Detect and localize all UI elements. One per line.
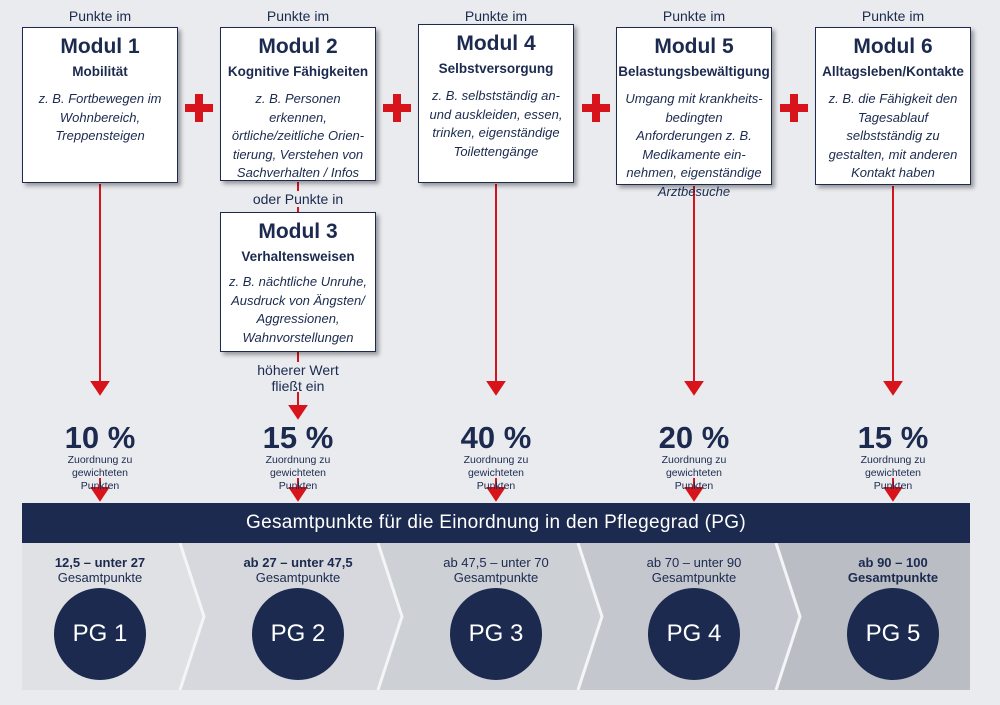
module-4-prefix: Punkte im xyxy=(464,8,528,24)
range-text: ab 47,5 – unter 70 xyxy=(443,555,549,570)
pg-4-range: ab 70 – unter 90 Gesamtpunkte xyxy=(609,555,779,585)
module-5-prefix: Punkte im xyxy=(662,8,726,24)
weight-modul-2-3: 15 % Zuordnung zu gewichteten Punkten xyxy=(220,422,376,493)
module-4-box: Modul 4 Selbstversorgung z. B. selbststä… xyxy=(418,24,574,183)
module-3-box: Modul 3 Verhaltensweisen z. B. nächtlich… xyxy=(220,212,376,352)
pg-1-circle: PG 1 xyxy=(54,588,146,680)
module-2-prefix: Punkte im xyxy=(266,8,330,24)
module-subtitle: Mobilität xyxy=(72,64,128,79)
weight-value: 15 % xyxy=(262,420,334,455)
weight-modul-5: 20 % Zuordnung zu gewichteten Punkten xyxy=(616,422,772,493)
range-unit: Gesamtpunkte xyxy=(453,570,539,585)
range-unit: Gesamtpunkte xyxy=(255,570,341,585)
module-title: Modul 3 xyxy=(258,220,338,243)
range-unit: Gesamtpunkte xyxy=(847,570,939,585)
plus-icon xyxy=(780,94,808,122)
range-text: 12,5 – unter 27 xyxy=(54,555,146,570)
module-subtitle: Belastungsbewältigung xyxy=(618,64,770,79)
module-description: z. B. die Fähigkeit den Tagesablauf selb… xyxy=(828,91,958,180)
module-2-box: Modul 2 Kognitive Fähigkeiten z. B. Pers… xyxy=(220,27,376,181)
pg-2-range: ab 27 – unter 47,5 Gesamtpunkte xyxy=(213,555,383,585)
range-unit: Gesamtpunkte xyxy=(57,570,143,585)
higher-value-note: höherer Wert fließt ein xyxy=(257,362,339,394)
weight-label: Zuordnung zu gewichteten Punkten xyxy=(463,454,529,492)
module-title: Modul 2 xyxy=(258,35,338,58)
weight-value: 40 % xyxy=(460,420,532,455)
weight-label: Zuordnung zu gewichteten Punkten xyxy=(67,454,133,492)
pg-2-circle: PG 2 xyxy=(252,588,344,680)
module-6-box: Modul 6 Alltagsleben/Kontakte z. B. die … xyxy=(815,27,971,185)
total-points-bar: Gesamtpunkte für die Einordnung in den P… xyxy=(22,503,970,543)
module-description: z. B. Fortbewegen im Wohnbereich, Treppe… xyxy=(38,91,162,143)
module-1-prefix: Punkte im xyxy=(68,8,132,24)
weight-label: Zuordnung zu gewichteten Punkten xyxy=(661,454,727,492)
module-title: Modul 1 xyxy=(60,35,140,58)
module-subtitle: Verhaltensweisen xyxy=(241,249,355,264)
range-text: ab 90 – 100 xyxy=(858,555,928,570)
weight-modul-6: 15 % Zuordnung zu gewichteten Punkten xyxy=(815,422,971,493)
pg-3-range: ab 47,5 – unter 70 Gesamtpunkte xyxy=(411,555,581,585)
pg-5-range: ab 90 – 100 Gesamtpunkte xyxy=(808,555,978,585)
pg-3-circle: PG 3 xyxy=(450,588,542,680)
module-5-box: Modul 5 Belastungsbewältigung Umgang mit… xyxy=(616,27,772,199)
module-title: Modul 6 xyxy=(853,35,933,58)
module-description: z. B. selbstständig an- und auskleiden, … xyxy=(429,88,563,159)
weight-value: 20 % xyxy=(658,420,730,455)
module-description: Umgang mit krankheits-bedingten Anforder… xyxy=(625,91,763,199)
range-text: ab 70 – unter 90 xyxy=(646,555,742,570)
module-description: z. B. nächtliche Unruhe, Ausdruck von Än… xyxy=(228,274,368,345)
plus-icon xyxy=(185,94,213,122)
module-subtitle: Selbstversorgung xyxy=(438,61,554,76)
module-description: z. B. Personen erkennen, örtliche/zeitli… xyxy=(231,91,365,180)
plus-icon xyxy=(582,94,610,122)
weight-value: 10 % xyxy=(64,420,136,455)
module-6-prefix: Punkte im xyxy=(861,8,925,24)
weight-label: Zuordnung zu gewichteten Punkten xyxy=(860,454,926,492)
range-unit: Gesamtpunkte xyxy=(651,570,737,585)
weight-modul-1: 10 % Zuordnung zu gewichteten Punkten xyxy=(22,422,178,493)
module-title: Modul 5 xyxy=(654,35,734,58)
weight-value: 15 % xyxy=(857,420,929,455)
module-subtitle: Alltagsleben/Kontakte xyxy=(822,64,964,79)
weight-label: Zuordnung zu gewichteten Punkten xyxy=(265,454,331,492)
module-1-box: Modul 1 Mobilität z. B. Fortbewegen im W… xyxy=(22,27,178,183)
range-text: ab 27 – unter 47,5 xyxy=(243,555,353,570)
pg-1-range: 12,5 – unter 27 Gesamtpunkte xyxy=(15,555,185,585)
module-3-prefix: oder Punkte in xyxy=(220,191,376,207)
module-subtitle: Kognitive Fähigkeiten xyxy=(227,64,369,79)
plus-icon xyxy=(383,94,411,122)
weight-modul-4: 40 % Zuordnung zu gewichteten Punkten xyxy=(418,422,574,493)
module-title: Modul 4 xyxy=(456,32,536,55)
pg-5-circle: PG 5 xyxy=(847,588,939,680)
pg-4-circle: PG 4 xyxy=(648,588,740,680)
